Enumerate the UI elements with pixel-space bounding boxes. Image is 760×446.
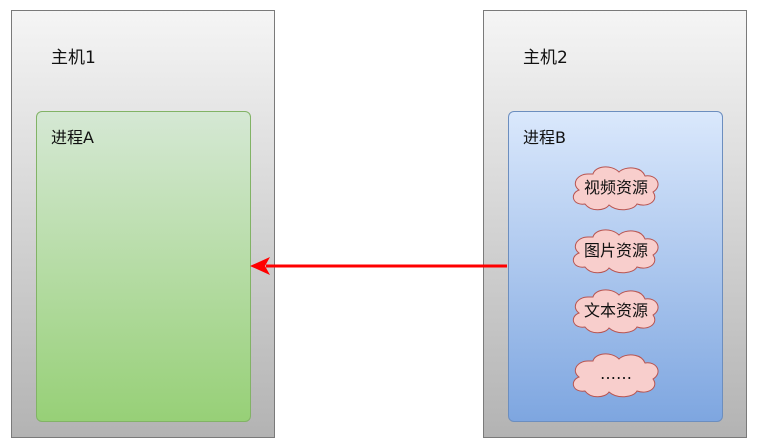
cloud-shape (572, 166, 659, 211)
process-a: 进程A (36, 111, 251, 422)
resource-cloud-video: 视频资源 (561, 160, 671, 212)
host-2: 主机2 进程B 视频资源 图片资源 文本资源 …… (483, 10, 747, 438)
host-1: 主机1 进程A (11, 10, 275, 438)
resource-label: …… (600, 363, 632, 383)
resource-label: 视频资源 (583, 178, 648, 197)
host-1-label: 主机1 (51, 48, 96, 68)
process-a-label: 进程A (51, 128, 94, 147)
resource-label: 图片资源 (583, 241, 648, 260)
cloud-shape (572, 353, 659, 398)
cloud-shape (572, 229, 659, 274)
process-b: 进程B 视频资源 图片资源 文本资源 …… (508, 111, 723, 422)
resource-cloud-image: 图片资源 (561, 223, 671, 275)
cloud-shape (572, 289, 659, 334)
resource-cloud-text: 文本资源 (561, 283, 671, 335)
resource-cloud-more: …… (561, 347, 671, 399)
host-2-label: 主机2 (523, 48, 568, 68)
process-b-label: 进程B (523, 128, 566, 147)
resource-label: 文本资源 (583, 301, 648, 320)
